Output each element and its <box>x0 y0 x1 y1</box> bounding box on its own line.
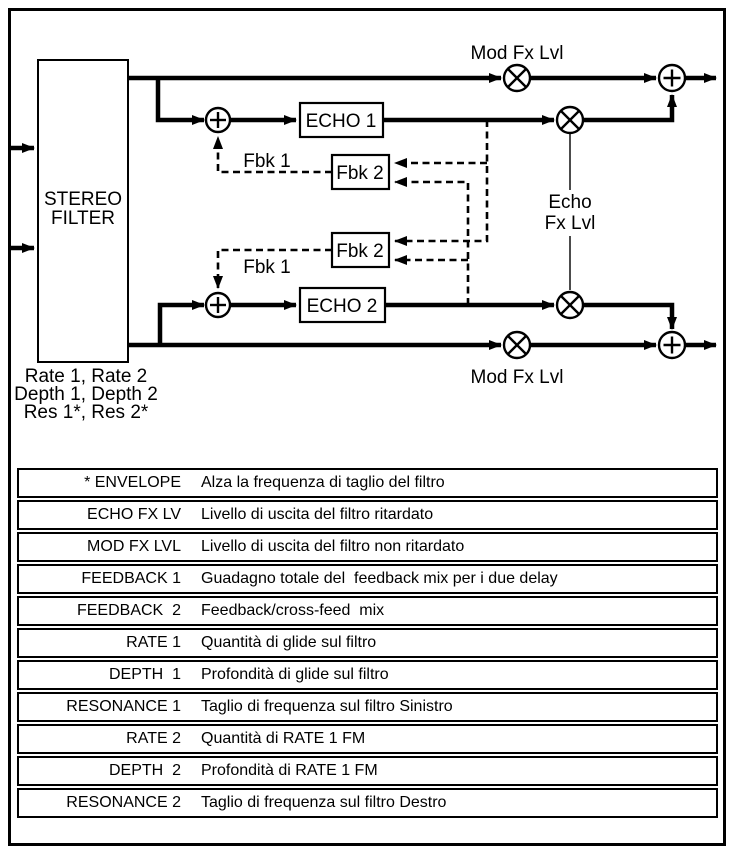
filter-params-line3: Res 1*, Res 2* <box>24 402 149 423</box>
fbk-2-upper-box: Fbk 2 <box>330 153 391 191</box>
echo2-tap-dashed-line <box>394 177 470 305</box>
mod-fx-lvl-top-label: Mod Fx Lvl <box>471 43 564 64</box>
param-name: MOD FX LVL <box>87 538 181 555</box>
fbk1-lower-dashed-line <box>213 248 332 289</box>
param-name: * ENVELOPE <box>84 474 181 491</box>
fbk-1-upper-label: Fbk 1 <box>243 151 291 172</box>
fbk-1-lower-label: Fbk 1 <box>243 257 291 278</box>
param-name: RESONANCE 1 <box>66 698 181 715</box>
echo-1-label: ECHO 1 <box>306 111 377 132</box>
table-row: * ENVELOPE Alza la frequenza di taglio d… <box>17 468 718 498</box>
param-name: FEEDBACK 1 <box>81 570 181 587</box>
adder-output-bottom <box>657 330 687 360</box>
param-name: FEEDBACK 2 <box>76 602 181 619</box>
table-row: RATE 2 Quantità di RATE 1 FM <box>17 724 718 754</box>
adder-output-top <box>657 63 687 93</box>
signal-flow-diagram: STEREO FILTER Mod Fx Lvl ECHO 1 Echo Fx … <box>9 43 717 423</box>
param-name: DEPTH 1 <box>108 666 181 683</box>
echo2-to-adder-bottom-line <box>583 302 677 330</box>
echo-fx-lvl-label-line1: Echo <box>548 192 591 213</box>
multiplier-echo-1 <box>555 105 585 135</box>
param-name: DEPTH 2 <box>108 762 181 779</box>
stereo-filter-box: STEREO FILTER <box>37 59 129 363</box>
branch-to-adder-1 <box>155 78 205 125</box>
echo-2-label: ECHO 2 <box>307 296 378 317</box>
param-description: Taglio di frequenza sul filtro Sinistro <box>201 698 453 715</box>
parameter-table: * ENVELOPE Alza la frequenza di taglio d… <box>17 468 718 818</box>
echo-2-box: ECHO 2 <box>298 286 387 324</box>
param-description: Quantità di glide sul filtro <box>201 634 377 651</box>
echo-1-box: ECHO 1 <box>298 101 385 139</box>
param-description: Profondità di glide sul filtro <box>201 666 389 683</box>
param-description: Livello di uscita del filtro ritardato <box>201 506 434 523</box>
multiplier-mod-bottom <box>502 330 532 360</box>
adder-echo-1 <box>204 106 232 134</box>
branch-to-adder-2 <box>157 300 205 345</box>
multiplier-mod-top <box>502 63 532 93</box>
param-description: Livello di uscita del filtro non ritarda… <box>201 538 465 555</box>
param-description: Alza la frequenza di taglio del filtro <box>201 474 445 491</box>
table-row: FEEDBACK 1 Guadagno totale del feedback … <box>17 564 718 594</box>
filter-params-line2: Depth 1, Depth 2 <box>14 384 158 405</box>
table-row: FEEDBACK 2 Feedback/cross-feed mix <box>17 596 718 626</box>
table-row: RESONANCE 2 Taglio di frequenza sul filt… <box>17 788 718 818</box>
table-row: DEPTH 2 Profondità di RATE 1 FM <box>17 756 718 786</box>
fbk1-upper-dashed-line <box>213 136 332 174</box>
param-name: ECHO FX LV <box>87 506 181 523</box>
table-row: MOD FX LVL Livello di uscita del filtro … <box>17 532 718 562</box>
adder-echo-2 <box>204 291 232 319</box>
param-description: Taglio di frequenza sul filtro Destro <box>201 794 447 811</box>
table-row: ECHO FX LV Livello di uscita del filtro … <box>17 500 718 530</box>
param-name: RATE 2 <box>126 730 181 747</box>
param-description: Quantità di RATE 1 FM <box>201 730 366 747</box>
stereo-filter-label-line2: FILTER <box>51 208 115 229</box>
fbk-2-upper-label: Fbk 2 <box>336 163 384 184</box>
param-description: Guadagno totale del feedback mix per i d… <box>201 570 558 587</box>
fbk-2-lower-label: Fbk 2 <box>336 241 384 262</box>
table-row: RATE 1 Quantità di glide sul filtro <box>17 628 718 658</box>
param-description: Profondità di RATE 1 FM <box>201 762 378 779</box>
echo1-to-adder-top-line <box>583 94 677 123</box>
mod-fx-lvl-bottom-label: Mod Fx Lvl <box>471 367 564 388</box>
filter-params-line1: Rate 1, Rate 2 <box>25 366 148 387</box>
param-description: Feedback/cross-feed mix <box>201 602 385 619</box>
table-row: RESONANCE 1 Taglio di frequenza sul filt… <box>17 692 718 722</box>
param-name: RATE 1 <box>126 634 181 651</box>
multiplier-echo-2 <box>555 290 585 320</box>
echo-fx-lvl-label-line2: Fx Lvl <box>545 213 596 234</box>
echo1-tap-dashed-line <box>394 120 489 246</box>
fbk-2-lower-box: Fbk 2 <box>330 231 391 269</box>
stereo-filter-label-line1: STEREO <box>44 189 122 210</box>
table-row: DEPTH 1 Profondità di glide sul filtro <box>17 660 718 690</box>
filter-params-label: Rate 1, Rate 2 Depth 1, Depth 2 Res 1*, … <box>14 366 158 423</box>
param-name: RESONANCE 2 <box>66 794 181 811</box>
